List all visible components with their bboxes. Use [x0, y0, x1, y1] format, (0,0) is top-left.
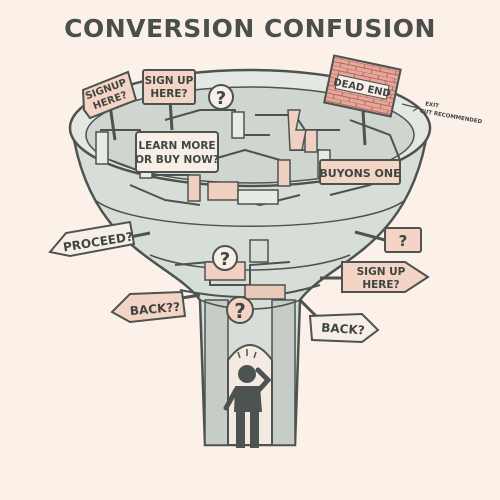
confused-person-icon — [223, 349, 272, 448]
back-right-label: BACK? — [321, 320, 365, 337]
back-left-sign: BACK?? — [110, 290, 201, 324]
back-left-label: BACK?? — [129, 300, 181, 318]
signup-left-sign: SIGNUP HERE? — [81, 70, 138, 141]
signup-top-line1: SIGN UP — [145, 75, 194, 87]
lower-maze — [174, 239, 321, 300]
question-text: ? — [216, 88, 226, 109]
buyons-label: BUYONS ONE — [319, 167, 400, 180]
buyons-sign: BUYONS ONE — [319, 159, 401, 185]
right-question-sign: ? — [354, 227, 422, 253]
signup-top-line2: HERE? — [150, 88, 187, 100]
question-mark-icon: ? — [226, 296, 254, 324]
page-title: CONVERSION CONFUSION — [64, 14, 436, 43]
right-question-label: ? — [399, 232, 408, 250]
exit-note-line1: EXIT — [425, 101, 440, 109]
question-mark-icon: ? — [212, 245, 238, 271]
question-text: ? — [220, 249, 230, 270]
learn-more-line2: OR BUY NOW? — [135, 154, 219, 166]
learn-more-sign: LEARN MORE OR BUY NOW? — [135, 131, 219, 173]
signup-top-sign: SIGN UP HERE? — [142, 69, 196, 131]
question-mark-icon: ? — [208, 84, 234, 110]
learn-more-line1: LEARN MORE — [138, 140, 215, 152]
signup-right-line1: SIGN UP — [357, 266, 406, 278]
maze-wall-blocks — [95, 109, 331, 205]
question-text: ? — [234, 299, 246, 323]
signup-right-sign: SIGN UP HERE? — [320, 261, 430, 293]
brick-wall-icon: DEAD END — [322, 54, 402, 146]
signup-right-line2: HERE? — [362, 279, 399, 291]
back-right-sign: BACK? — [298, 298, 380, 344]
